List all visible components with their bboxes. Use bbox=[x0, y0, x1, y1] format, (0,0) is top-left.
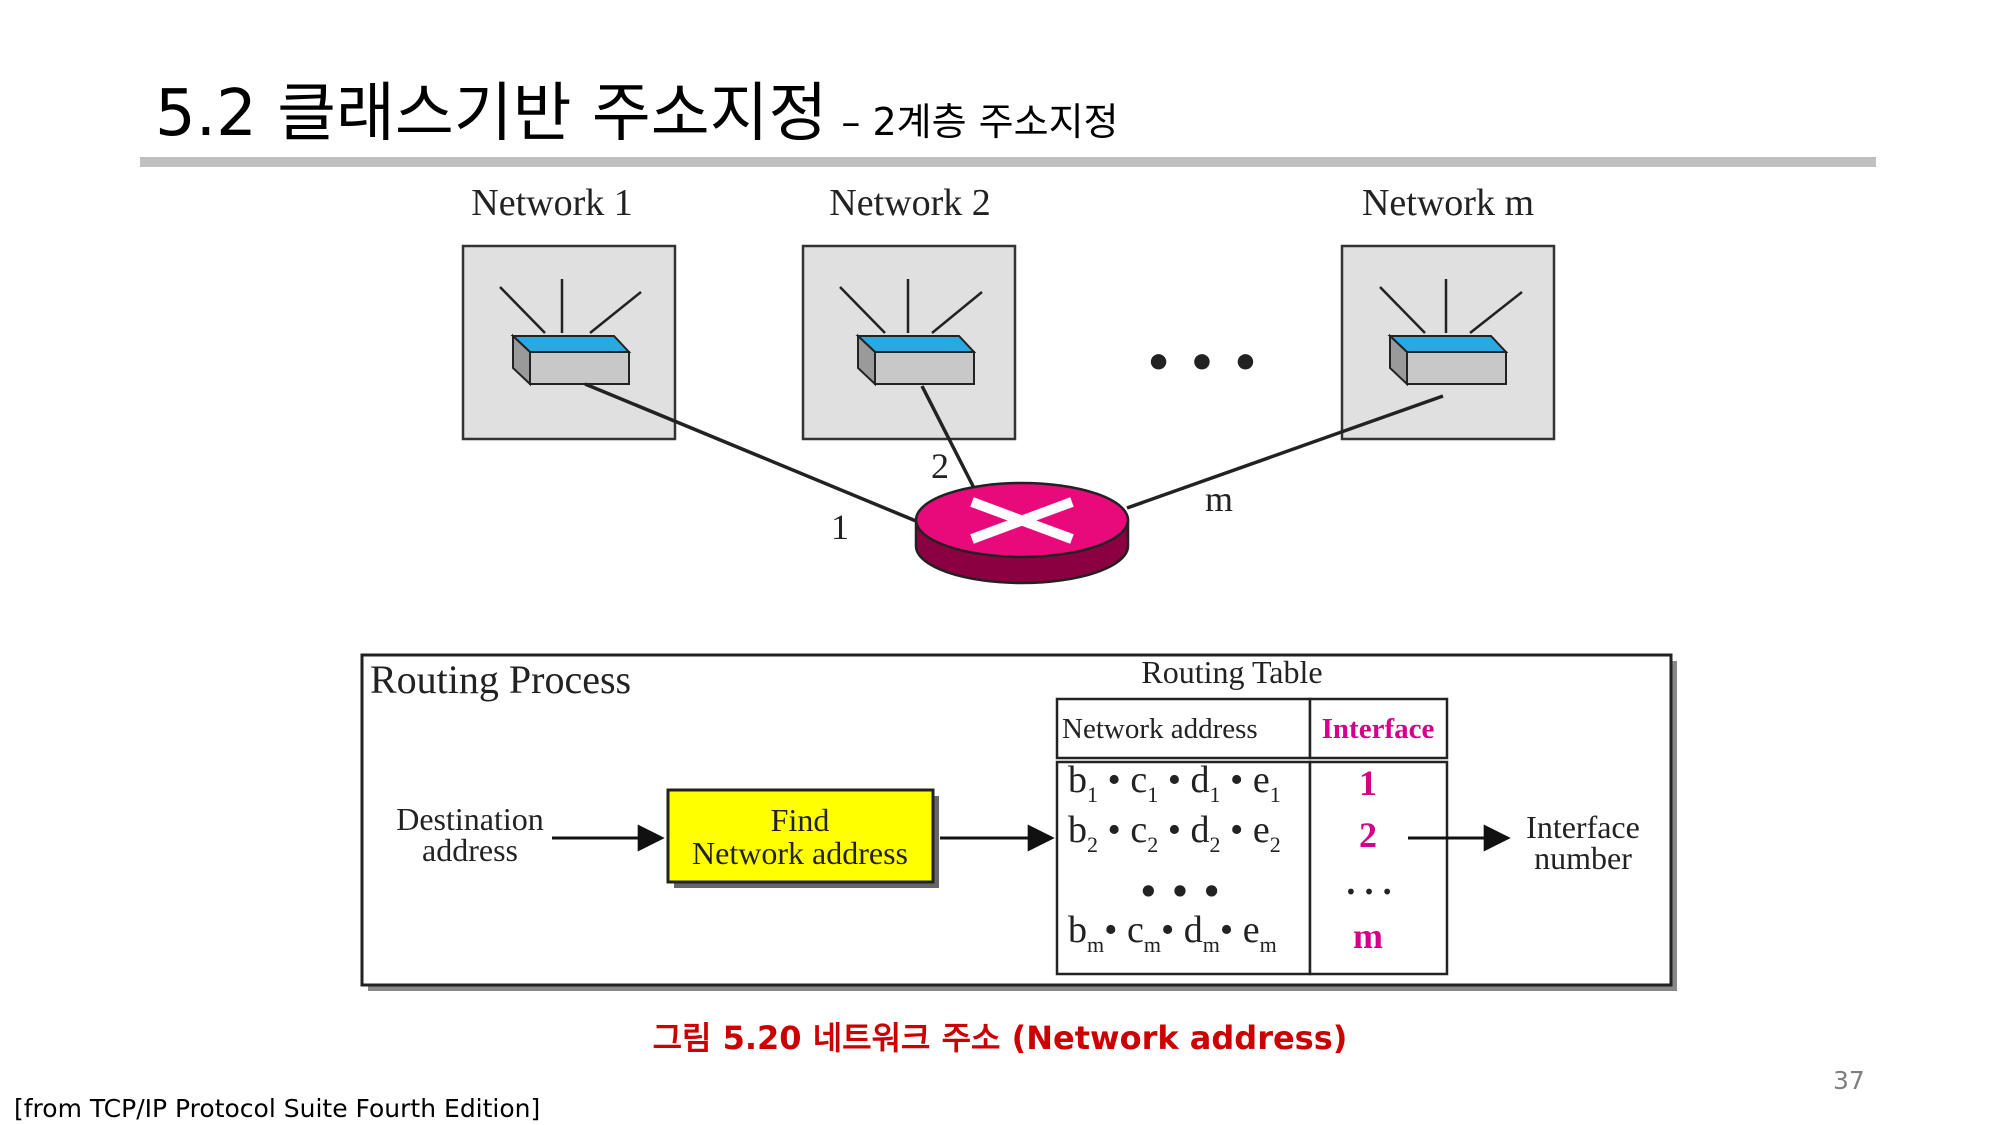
table-row: bm• cm• dm• em m bbox=[1068, 909, 1383, 957]
router-links bbox=[584, 382, 1444, 523]
link-1-label: 1 bbox=[831, 507, 849, 547]
table-row: b1 • c1 • d1 • e1 1 bbox=[1068, 759, 1377, 807]
row-m-interface: m bbox=[1353, 916, 1383, 956]
output-label-line2: number bbox=[1534, 840, 1632, 876]
switch-icon bbox=[499, 279, 642, 387]
column-network-address: Network address bbox=[1062, 713, 1258, 745]
slide-title-main: 5.2 클래스기반 주소지정 bbox=[155, 77, 828, 151]
slide-title: 5.2 클래스기반 주소지정 – 2계층 주소지정 bbox=[155, 62, 1119, 154]
svg-text:b1 • c1 • d1 • e1: b1 • c1 • d1 • e1 bbox=[1068, 759, 1281, 807]
title-divider bbox=[140, 157, 1876, 167]
network-1-label: Network 1 bbox=[471, 182, 632, 224]
switch-icon bbox=[839, 279, 983, 387]
figure-caption: 그림 5.20 네트워크 주소 (Network address) bbox=[652, 1019, 1348, 1057]
slide-subtitle: – 2계층 주소지정 bbox=[841, 100, 1119, 144]
routing-table bbox=[1055, 697, 1449, 976]
find-label-line1: Find bbox=[771, 802, 830, 838]
output-label-line1: Interface bbox=[1526, 809, 1640, 845]
rows-ellipsis: • • • bbox=[1138, 873, 1222, 911]
network-m-box bbox=[1340, 244, 1556, 441]
page-number: 37 bbox=[1833, 1066, 1865, 1095]
routing-table-title: Routing Table bbox=[1141, 654, 1322, 690]
network-1-box bbox=[461, 244, 677, 441]
find-network-address-box bbox=[666, 788, 939, 888]
interface-ellipsis: • • • bbox=[1345, 880, 1393, 904]
link-2-label: 2 bbox=[931, 446, 949, 486]
link-m-label: m bbox=[1205, 479, 1233, 519]
destination-label-line1: Destination bbox=[396, 801, 544, 837]
networks-ellipsis: • • • bbox=[1144, 338, 1259, 389]
network-m-label: Network m bbox=[1362, 182, 1534, 224]
routing-process-title: Routing Process bbox=[370, 657, 631, 702]
switch-icon bbox=[1379, 279, 1523, 387]
svg-text:bm• cm• dm• em: bm• cm• dm• em bbox=[1068, 909, 1277, 957]
network-2-box bbox=[801, 244, 1017, 441]
source-citation: [from TCP/IP Protocol Suite Fourth Editi… bbox=[14, 1094, 541, 1123]
svg-text:b2 • c2 • d2 • e2: b2 • c2 • d2 • e2 bbox=[1068, 809, 1281, 857]
table-row: b2 • c2 • d2 • e2 2 bbox=[1068, 809, 1377, 857]
column-interface: Interface bbox=[1322, 713, 1435, 745]
network-2-label: Network 2 bbox=[829, 182, 990, 224]
router-icon bbox=[914, 481, 1130, 585]
row-1-sep: • bbox=[1098, 759, 1130, 801]
routing-process-frame bbox=[360, 653, 1677, 991]
row-1-interface: 1 bbox=[1359, 763, 1377, 803]
row-1-b: b bbox=[1068, 759, 1087, 801]
row-2-interface: 2 bbox=[1359, 815, 1377, 855]
find-label-line2: Network address bbox=[692, 835, 908, 871]
destination-label-line2: address bbox=[422, 832, 518, 868]
